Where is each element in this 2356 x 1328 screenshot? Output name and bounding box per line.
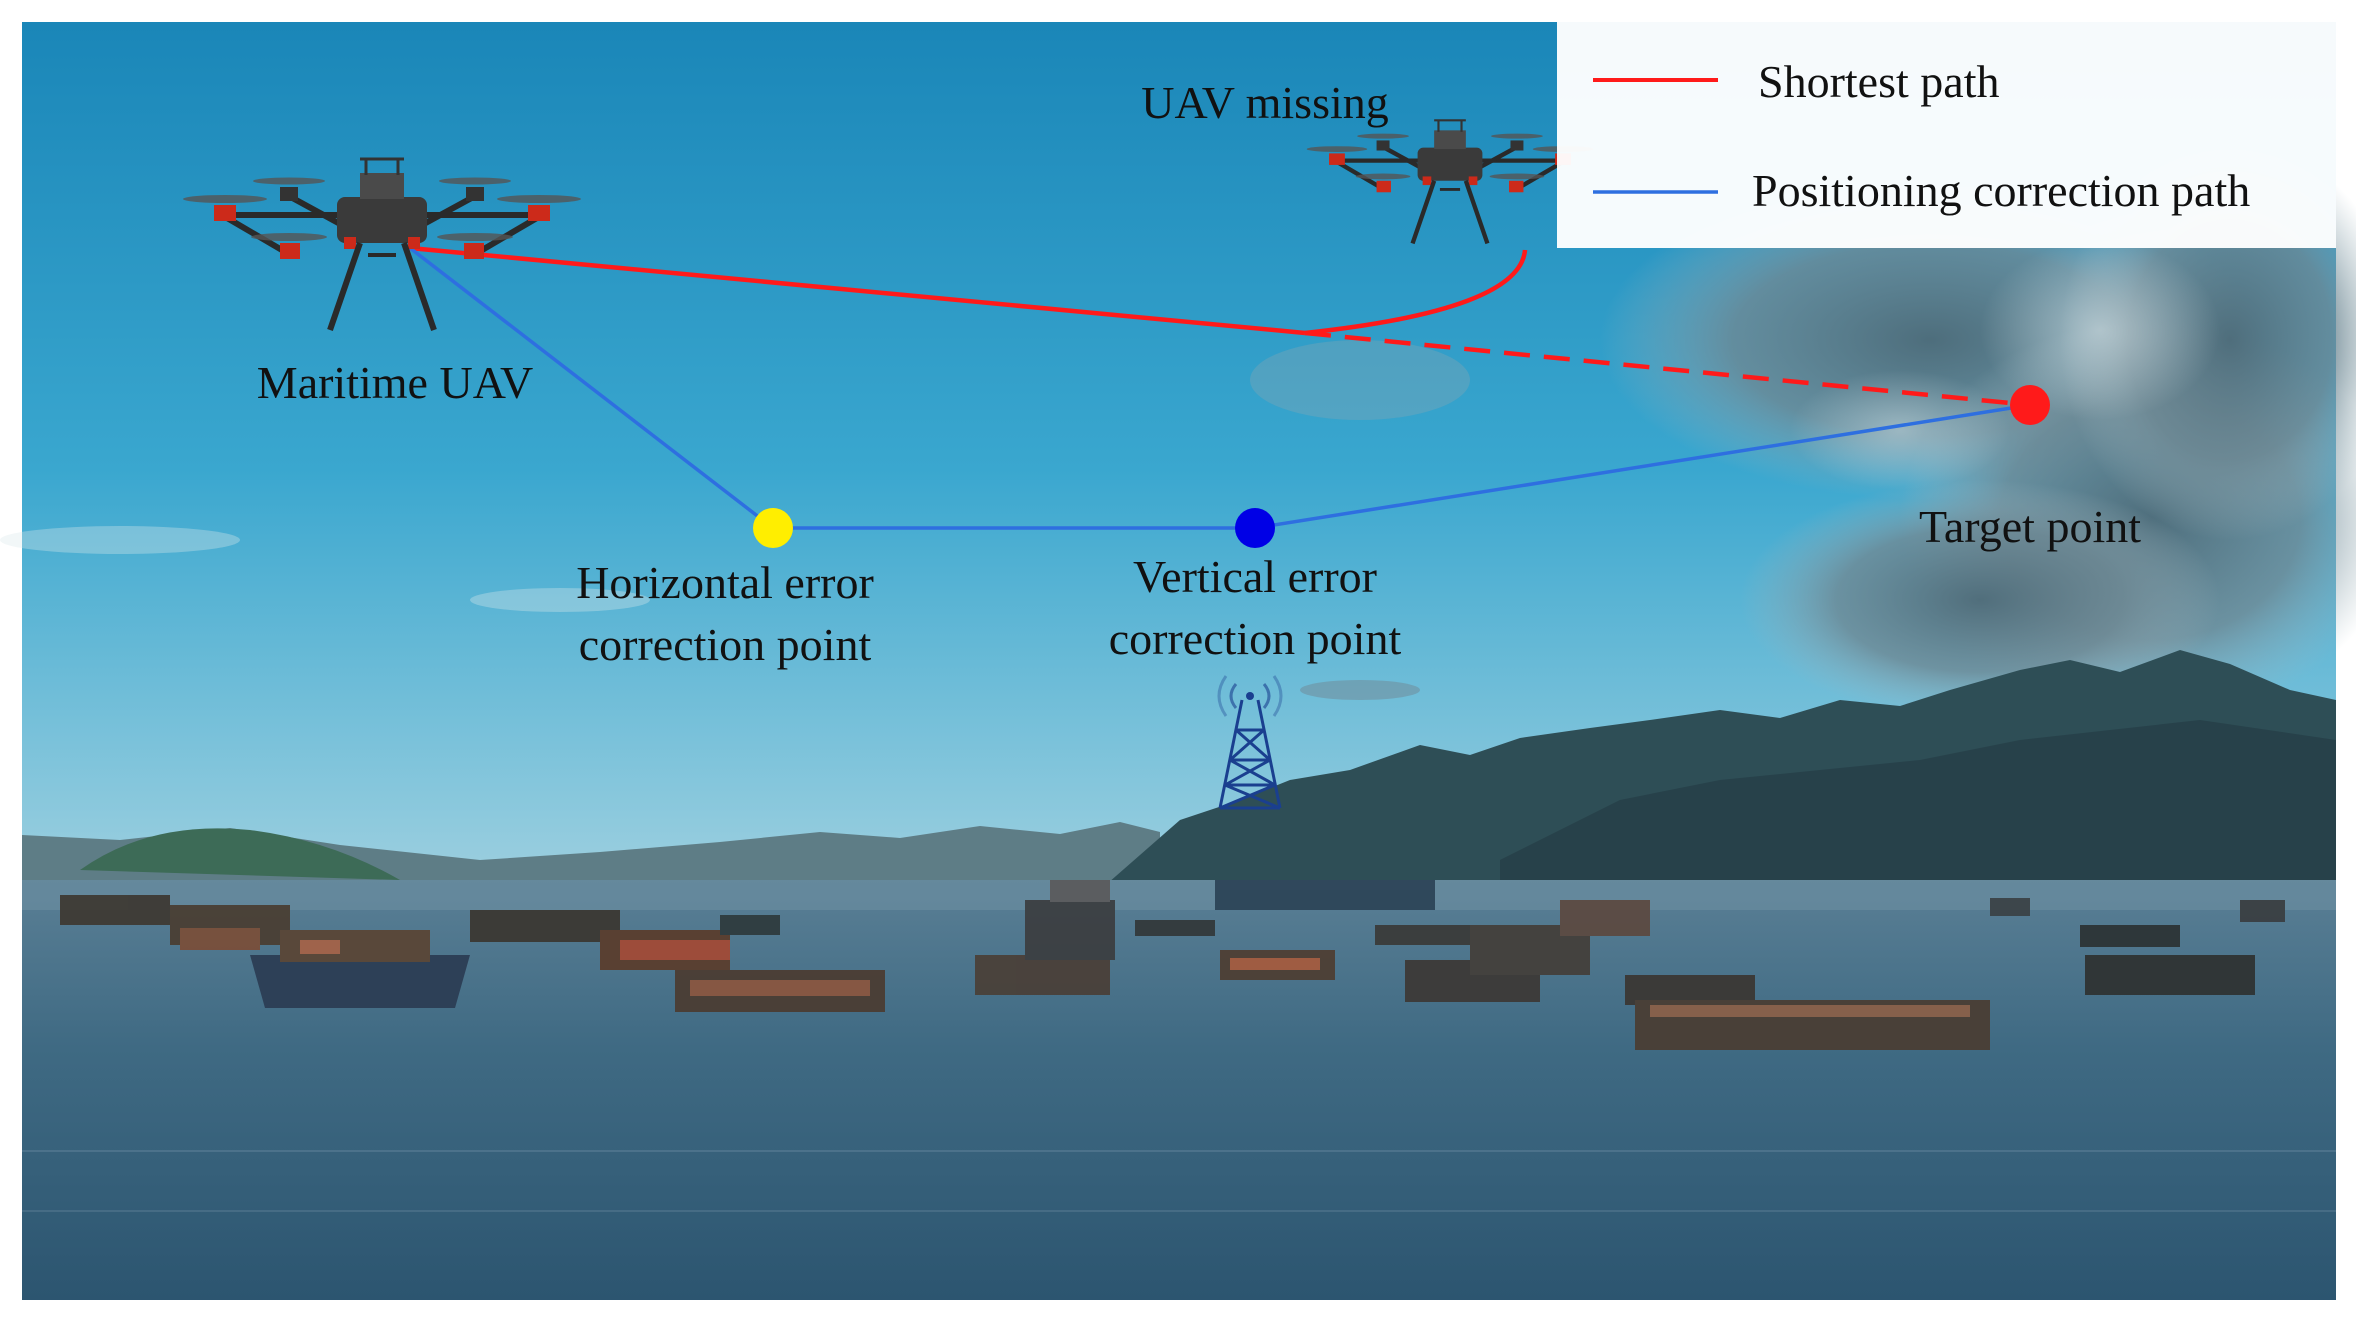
label-horizontal-point-line1: Horizontal error [576,557,874,608]
label-vertical-point-line1: Vertical error [1133,551,1377,602]
positioning-correction-path [408,246,2031,530]
vertical-error-correction-point [1235,508,1275,548]
label-maritime-uav: Maritime UAV [257,357,533,408]
shortest-path [409,245,2031,408]
target-point [2010,385,2050,425]
legend-shortest-path-label: Shortest path [1758,56,1999,107]
label-vertical-point-line2: correction point [1109,613,1402,664]
label-horizontal-point-line2: correction point [579,619,872,670]
horizontal-error-correction-point [753,508,793,548]
radio-tower-icon [1217,675,1283,810]
legend-positioning-path-label: Positioning correction path [1752,165,2250,216]
label-target-point: Target point [1919,501,2141,552]
legend: Shortest path Positioning correction pat… [1557,22,2336,248]
label-uav-missing: UAV missing [1141,77,1389,128]
